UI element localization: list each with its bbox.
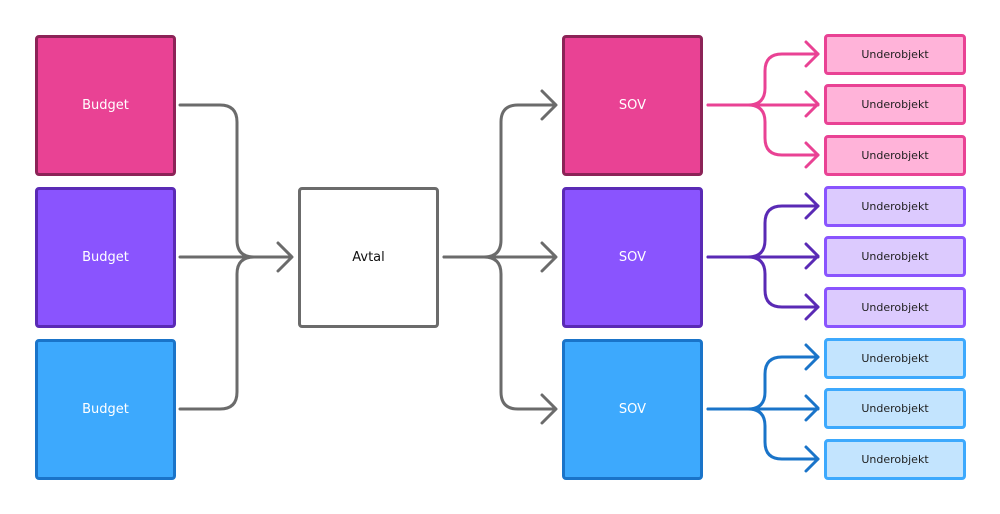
connector-line xyxy=(706,355,820,411)
arrowhead xyxy=(540,393,558,425)
sov-box-2: SOV xyxy=(562,187,703,328)
arrowhead xyxy=(804,192,820,220)
arrowhead xyxy=(804,90,820,118)
arrowhead xyxy=(276,241,294,273)
sov-box-1: SOV xyxy=(562,35,703,176)
connector-line xyxy=(706,52,820,107)
connector-line xyxy=(746,103,820,157)
arrowhead xyxy=(804,242,820,270)
arrowhead xyxy=(804,343,820,371)
subobject-box: Underobjekt xyxy=(824,439,966,480)
subobject-box: Underobjekt xyxy=(824,84,966,125)
subobject-box: Underobjekt xyxy=(824,186,966,227)
subobject-box: Underobjekt xyxy=(824,338,966,379)
arrowhead xyxy=(804,394,820,422)
connector-line xyxy=(482,255,556,411)
connector-line xyxy=(746,407,820,461)
budget-box-2: Budget xyxy=(35,187,176,328)
connector-line xyxy=(442,103,556,259)
subobject-box: Underobjekt xyxy=(824,287,966,328)
connector-line xyxy=(178,103,292,259)
subobject-box: Underobjekt xyxy=(824,135,966,176)
subobject-box: Underobjekt xyxy=(824,236,966,277)
sov-box-3: SOV xyxy=(562,339,703,480)
budget-box-3: Budget xyxy=(35,339,176,480)
connector-line xyxy=(746,255,820,309)
arrowhead xyxy=(804,445,820,473)
budget-box-1: Budget xyxy=(35,35,176,176)
subobject-box: Underobjekt xyxy=(824,388,966,429)
arrowhead xyxy=(804,141,820,169)
connector-line xyxy=(706,204,820,259)
connector-line xyxy=(178,255,256,411)
arrowhead xyxy=(804,293,820,321)
arrowhead xyxy=(804,40,820,68)
agreement-box: Avtal xyxy=(298,187,439,328)
arrowhead xyxy=(540,241,558,273)
arrowhead xyxy=(540,89,558,121)
subobject-box: Underobjekt xyxy=(824,34,966,75)
